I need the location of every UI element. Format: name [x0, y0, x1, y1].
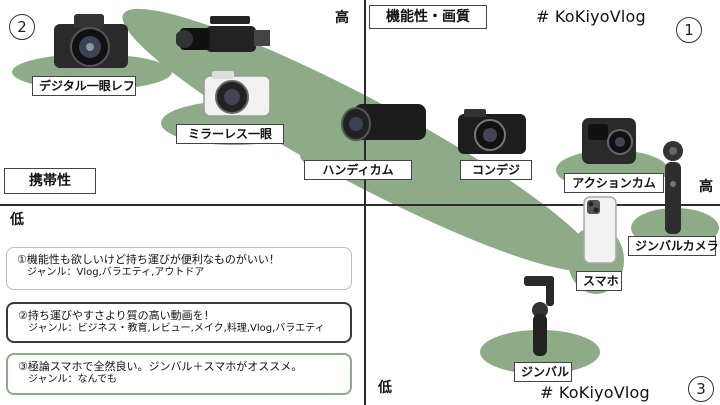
note-quadrant-1: ①機能性も欲しいけど持ち運びが便利なものがいい！ ジャンル：Vlog,バラエティ…	[6, 247, 352, 290]
axis-high-top: 高	[330, 5, 354, 33]
note-quadrant-2: ②持ち運びやすさより質の高い動画を！ ジャンル：ビジネス・教育,レビュー,メイク…	[6, 302, 352, 343]
quadrant-3-number: 3	[688, 376, 714, 402]
compact-camera-icon	[458, 109, 526, 154]
device-label-mirrorless: ミラーレス一眼	[176, 124, 284, 144]
note-1-genre: ジャンル：Vlog,バラエティ,アウトドア	[27, 267, 205, 278]
vertical-axis	[364, 0, 366, 405]
portability-axis-label: 携帯性	[4, 168, 96, 194]
device-label-dslr: デジタル一眼レフ	[32, 76, 136, 96]
quadrant-2-number: 2	[9, 14, 35, 40]
note-2-genre: ジャンル：ビジネス・教育,レビュー,メイク,料理,Vlog,バラエティ	[28, 323, 325, 334]
horizontal-axis	[0, 204, 720, 206]
axis-low-left: 低	[4, 210, 30, 232]
device-label-smartphone: スマホ	[576, 271, 622, 291]
device-label-handycam: ハンディカム	[304, 160, 412, 180]
note-1-title: ①機能性も欲しいけど持ち運びが便利なものがいい！	[17, 253, 280, 266]
gimbal-camera-icon	[663, 141, 683, 234]
device-label-gimbal-camera: ジンバルカメラ	[628, 236, 719, 256]
handycam-icon	[341, 104, 426, 141]
hashtag-top: # KoKiyoVlog	[536, 7, 646, 26]
video-camera-icon	[176, 16, 270, 52]
smartphone-icon	[583, 196, 617, 264]
device-label-gimbal: ジンバル	[514, 362, 572, 382]
axis-low-bottom: 低	[372, 376, 398, 402]
quadrant-1-number: 1	[676, 17, 702, 43]
note-3-title: ③極論スマホで全然良い。ジンバル＋スマホがオススメ。	[18, 360, 303, 373]
device-label-compact: コンデジ	[460, 160, 532, 180]
functionality-axis-label: 機能性・画質	[369, 5, 487, 29]
note-quadrant-3: ③極論スマホで全然良い。ジンバル＋スマホがオススメ。 ジャンル：なんでも	[6, 353, 352, 395]
note-2-title: ②持ち運びやすさより質の高い動画を！	[18, 309, 215, 322]
device-label-action: アクションカム	[564, 173, 664, 193]
note-3-genre: ジャンル：なんでも	[28, 374, 117, 385]
mirrorless-camera-icon	[203, 71, 271, 117]
axis-high-right: 高	[694, 176, 718, 200]
hashtag-bottom: # KoKiyoVlog	[540, 383, 650, 402]
gimbal-stabilizer-icon	[524, 276, 554, 356]
dslr-camera-icon	[54, 14, 128, 68]
action-camera-icon	[582, 118, 636, 164]
